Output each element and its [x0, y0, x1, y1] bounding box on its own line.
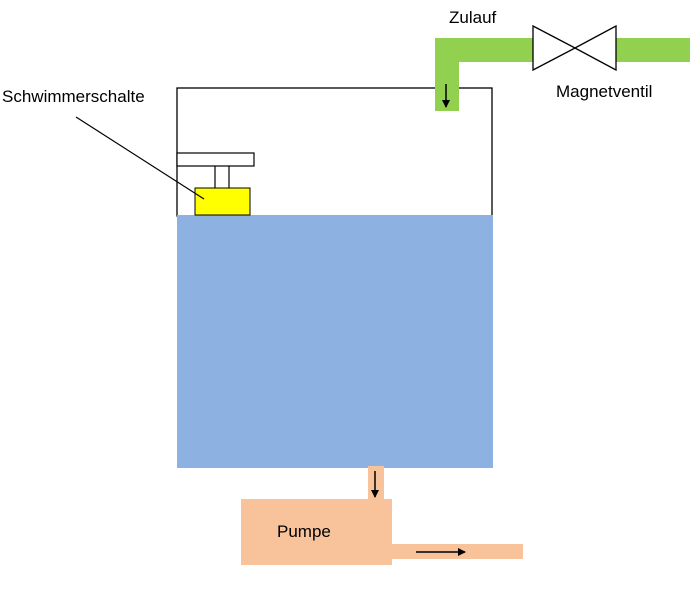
- pump-inlet-pipe: [368, 466, 384, 502]
- pump-label: Pumpe: [277, 522, 331, 541]
- valve-label: Magnetventil: [556, 82, 652, 101]
- water-body: [177, 215, 493, 468]
- inlet-label: Zulauf: [449, 8, 497, 27]
- pump-body: [241, 499, 392, 565]
- solenoid-valve-symbol: [532, 24, 617, 72]
- pump-assembly: [241, 466, 523, 565]
- float-body: [194, 187, 251, 216]
- float-switch: [176, 152, 255, 216]
- float-switch-label: Schwimmerschalte: [2, 87, 145, 106]
- inlet-pipe: [435, 38, 690, 111]
- float-switch-arm: [176, 152, 255, 167]
- float-switch-leader-line: [75, 116, 205, 200]
